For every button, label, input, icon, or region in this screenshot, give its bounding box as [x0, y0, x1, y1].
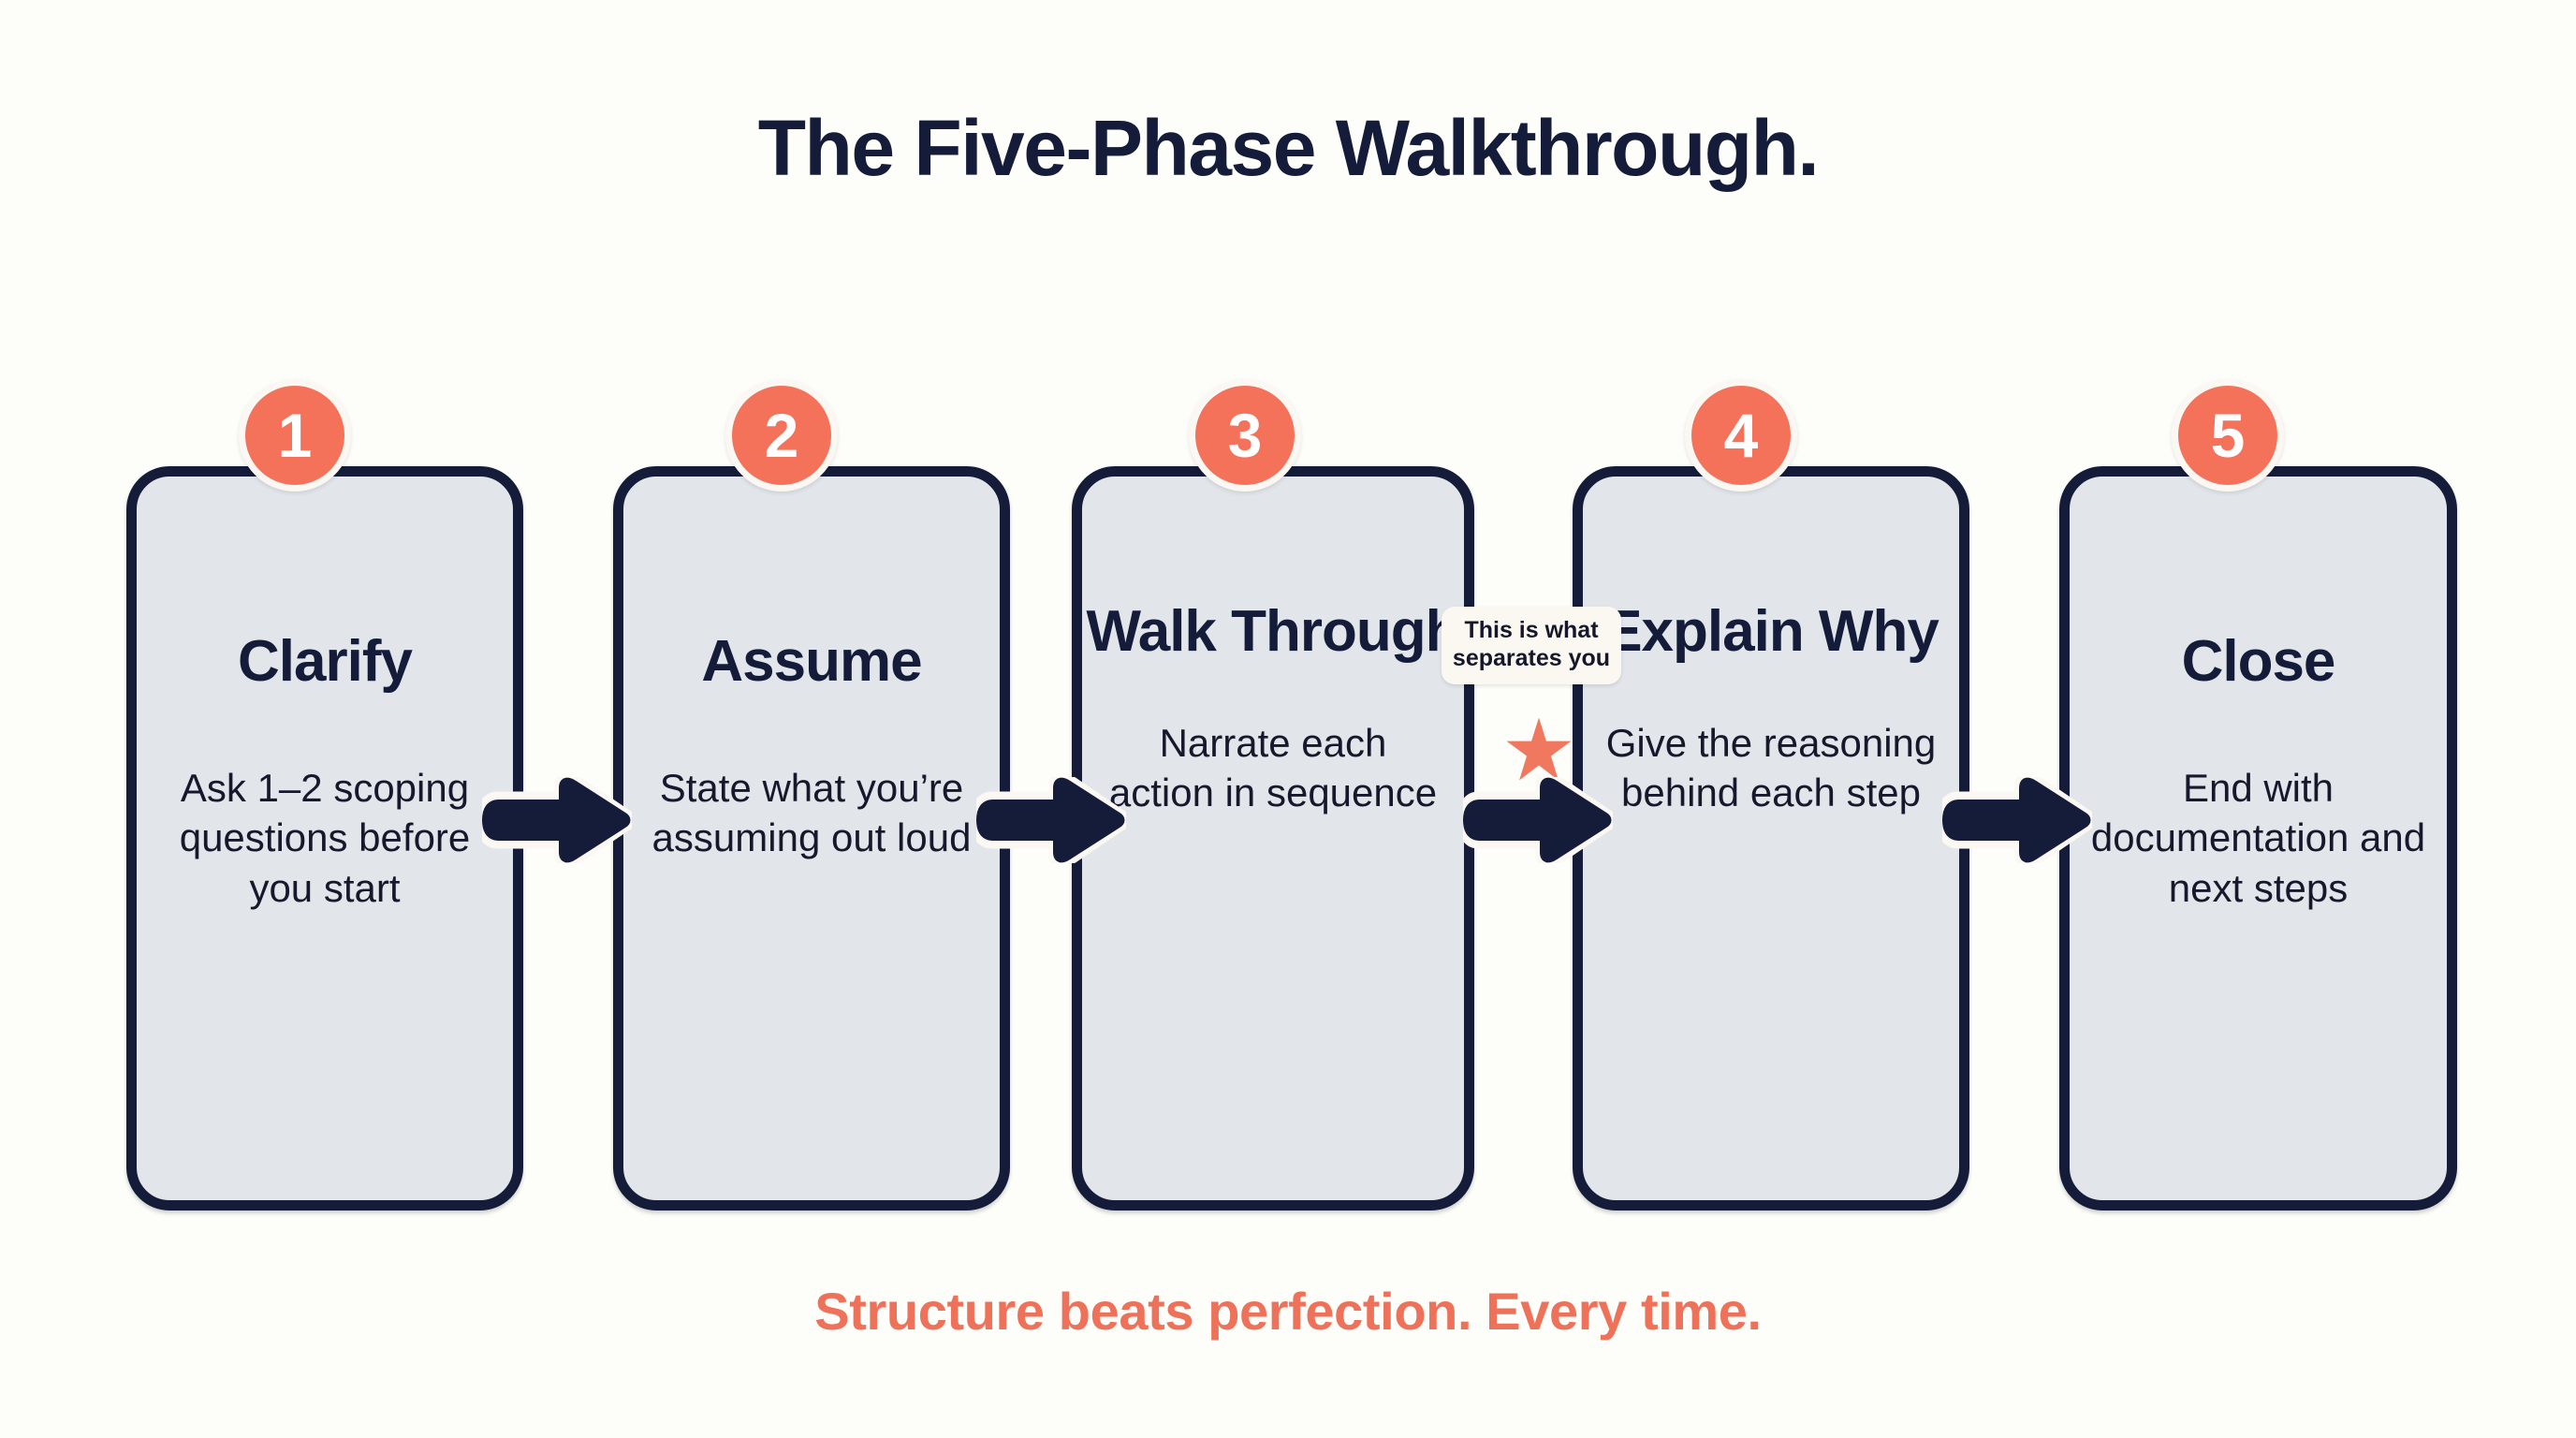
footer-tagline: Structure beats perfection. Every time. — [814, 1282, 1762, 1341]
phase-number-badge-2: 2 — [725, 379, 838, 492]
phase-card-content: Assume State what you’re assuming out lo… — [623, 477, 1000, 1200]
phase-title: Explain Why — [1603, 599, 1939, 664]
arrow-right-icon — [482, 777, 632, 863]
arrow-right-icon — [976, 777, 1126, 863]
phase-card-content: Walk Through Narrate each action in sequ… — [1082, 477, 1464, 1200]
phase-card-4[interactable]: Explain Why Give the reasoning behind ea… — [1573, 466, 1969, 1211]
phase-card-content: Clarify Ask 1–2 scoping questions before… — [137, 477, 513, 1200]
phase-description: Ask 1–2 scoping questions before you sta… — [179, 765, 471, 910]
phase-description: State what you’re assuming out loud — [651, 765, 972, 860]
star-icon — [1506, 717, 1572, 781]
phase-title: Walk Through — [1086, 599, 1461, 664]
phase-title: Assume — [701, 629, 922, 694]
phase-description: Give the reasoning behind each step — [1605, 720, 1937, 815]
phase-number-badge-5: 5 — [2172, 379, 2284, 492]
phase-card-content: Explain Why Give the reasoning behind ea… — [1583, 477, 1959, 1200]
phase-number-badge-3: 3 — [1189, 379, 1301, 492]
phase-card-content: Close End with documentation and next st… — [2070, 477, 2447, 1200]
phase-title: Close — [2181, 629, 2336, 694]
phase-card-row: Clarify Ask 1–2 scoping questions before… — [0, 466, 2576, 1211]
phase-number-badge-1: 1 — [239, 379, 351, 492]
page-title: The Five-Phase Walkthrough. — [757, 104, 1820, 192]
arrow-right-icon — [1463, 777, 1613, 863]
phase-description: End with documentation and next steps — [2090, 765, 2426, 910]
phase-card-1[interactable]: Clarify Ask 1–2 scoping questions before… — [126, 466, 523, 1211]
phase-number-badge-4: 4 — [1685, 379, 1797, 492]
phase-card-2[interactable]: Assume State what you’re assuming out lo… — [613, 466, 1010, 1211]
arrow-right-icon — [1942, 777, 2092, 863]
annotation-callout: This is what separates you — [1442, 607, 1621, 684]
phase-card-3[interactable]: Walk Through Narrate each action in sequ… — [1072, 466, 1474, 1211]
phase-description: Narrate each action in sequence — [1108, 720, 1438, 815]
phase-card-5[interactable]: Close End with documentation and next st… — [2059, 466, 2457, 1211]
phase-title: Clarify — [238, 629, 413, 694]
